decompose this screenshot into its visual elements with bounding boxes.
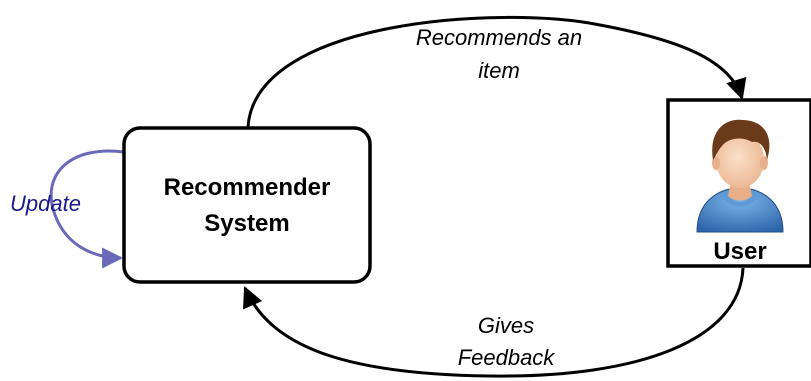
update-arrow — [49, 149, 125, 269]
feedback-label-line2: Feedback — [458, 345, 556, 370]
user-label: User — [713, 238, 766, 265]
feedback-arrow — [242, 267, 745, 378]
recommends-label-line1: Recommends an — [416, 25, 582, 50]
recommender-label-line2: System — [204, 210, 289, 237]
recommender-label-line1: Recommender — [164, 174, 331, 201]
recommends-label-line2: item — [478, 58, 520, 83]
update-label: Update — [10, 191, 81, 216]
user-avatar-icon — [696, 119, 784, 233]
feedback-label-line1: Gives — [478, 313, 534, 338]
user-node: User — [666, 98, 811, 268]
recommender-system-node: Recommender System — [122, 126, 372, 284]
recommends-arrow — [246, 15, 747, 128]
